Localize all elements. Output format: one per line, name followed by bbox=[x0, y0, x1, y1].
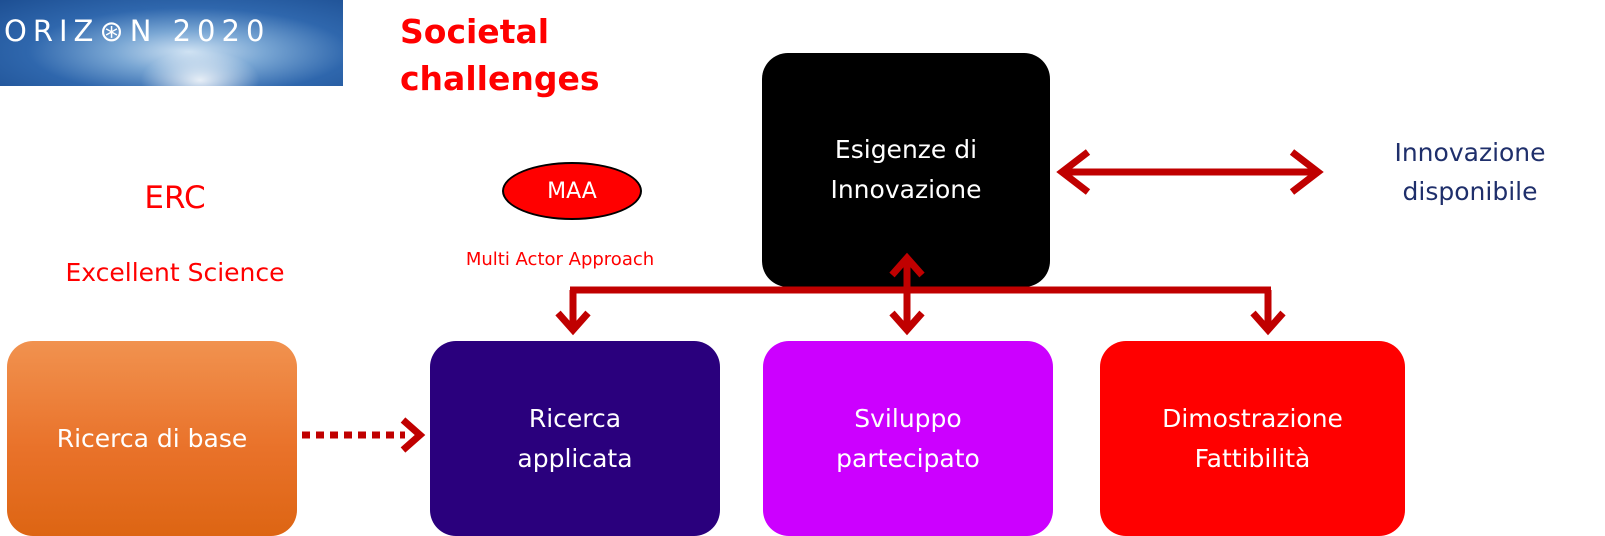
arrowhead-down-central bbox=[889, 310, 925, 336]
heading-line-2: challenges bbox=[400, 59, 600, 98]
box-dimostrazione-fattibilita: Dimostrazione Fattibilità bbox=[1100, 341, 1405, 536]
horizon-2020-logo: ORIZ⊛N 2020 bbox=[0, 0, 343, 86]
box-ricerca-applicata: Ricerca applicata bbox=[430, 341, 720, 536]
box-sviluppo-partecipato: Sviluppo partecipato bbox=[763, 341, 1053, 536]
box-ricerca-applicata-label: Ricerca applicata bbox=[517, 403, 633, 473]
arrowhead-left-innovazione bbox=[1056, 149, 1091, 195]
box-esigenze-innovazione: Esigenze di Innovazione bbox=[762, 53, 1050, 287]
box-sviluppo-label: Sviluppo partecipato bbox=[836, 403, 980, 473]
erc-title: ERC bbox=[144, 180, 206, 216]
box-dimostrazione-label: Dimostrazione Fattibilità bbox=[1162, 403, 1343, 473]
logo-text: ORIZ⊛N 2020 bbox=[4, 14, 271, 48]
box-ricerca-base-label: Ricerca di base bbox=[56, 423, 248, 453]
arrowhead-up-central bbox=[889, 252, 925, 278]
arrowhead-right-innovazione bbox=[1289, 149, 1324, 195]
societal-challenges-heading: Societal challenges bbox=[400, 8, 660, 102]
maa-label: MAA bbox=[547, 178, 597, 204]
arrowhead-ricerca-applicata bbox=[555, 310, 591, 336]
innovazione-disponibile-label: Innovazione disponibile bbox=[1394, 138, 1546, 206]
arrowhead-dimostrazione bbox=[1250, 310, 1286, 336]
dotted-arrowhead bbox=[400, 417, 426, 453]
maa-caption: Multi Actor Approach bbox=[465, 249, 655, 270]
maa-ellipse: MAA bbox=[502, 162, 642, 220]
heading-line-1: Societal bbox=[400, 12, 550, 51]
erc-subtitle: Excellent Science bbox=[65, 258, 285, 287]
box-esigenze-label: Esigenze di Innovazione bbox=[830, 135, 982, 204]
box-ricerca-di-base: Ricerca di base bbox=[7, 341, 297, 536]
